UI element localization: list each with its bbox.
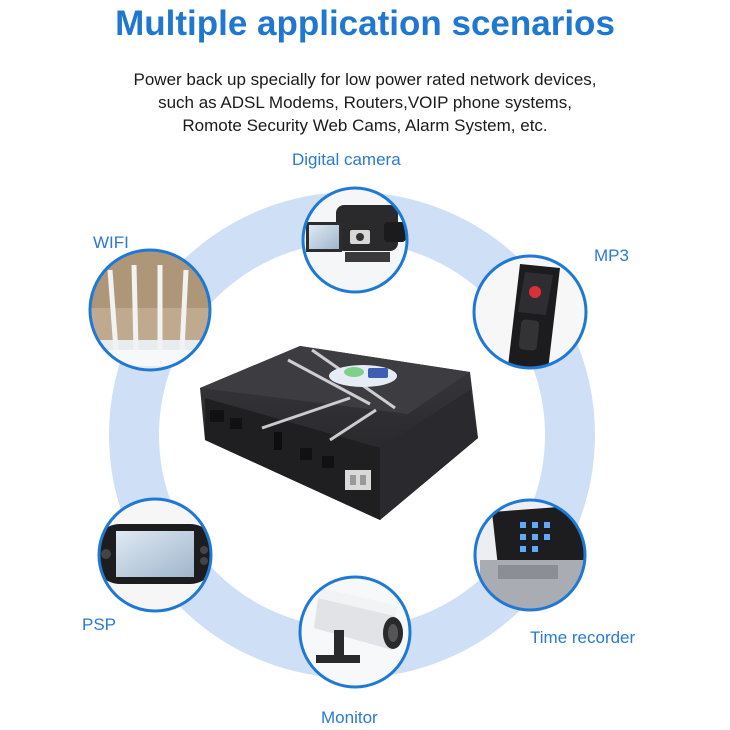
- psp-scenario: [97, 497, 213, 613]
- label-wifi: WIFI: [93, 233, 129, 252]
- time-recorder-scenario: [473, 498, 587, 612]
- handheld-console-icon: [99, 499, 211, 611]
- digital-camera-scenario: [301, 186, 409, 294]
- camcorder-icon: [303, 188, 407, 292]
- label-monitor: Monitor: [321, 708, 378, 727]
- power-bank-icon: [200, 346, 478, 520]
- label-digital-camera: Digital camera: [292, 150, 401, 169]
- description-line-2: such as ADSL Modems, Routers,VOIP phone …: [158, 93, 572, 112]
- description: Power back up specially for low power ra…: [60, 68, 670, 137]
- mp3-player-icon: [474, 256, 586, 368]
- security-camera-icon: [300, 577, 410, 687]
- label-mp3: MP3: [594, 246, 629, 265]
- wifi-scenario: [88, 248, 212, 372]
- page-title: Multiple application scenarios: [115, 4, 615, 43]
- label-time-recorder: Time recorder: [530, 628, 636, 647]
- description-line-3: Romote Security Web Cams, Alarm System, …: [182, 116, 548, 135]
- mp3-scenario: [472, 254, 588, 370]
- description-line-1: Power back up specially for low power ra…: [133, 70, 597, 89]
- monitor-scenario: [298, 575, 412, 689]
- time-clock-icon: [475, 500, 585, 610]
- label-psp: PSP: [82, 615, 117, 634]
